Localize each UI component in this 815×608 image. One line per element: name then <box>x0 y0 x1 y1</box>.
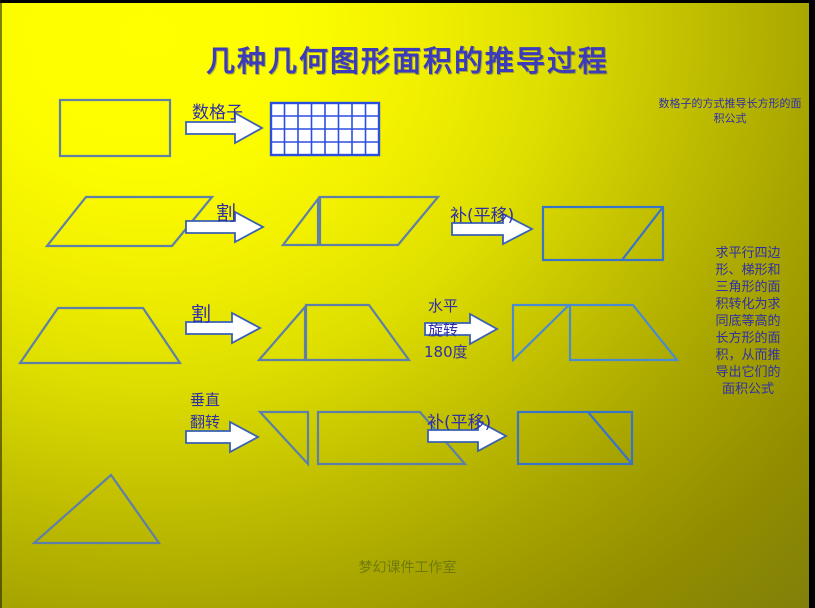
slide-right-border <box>809 0 815 608</box>
label-count-grid: 数格子 <box>192 103 243 123</box>
label-flip: 翻转 <box>190 413 221 431</box>
label-cut-2: 割 <box>191 302 211 326</box>
note-top-right: 数格子的方式推导长方形的面积公式 <box>658 97 802 125</box>
label-horizontal: 水平 <box>428 297 459 315</box>
label-cut-1: 割 <box>216 201 236 225</box>
slide-left-border <box>0 0 2 608</box>
label-degrees-180: 180度 <box>424 343 468 361</box>
label-fill-translate-2: 补(平移) <box>427 413 492 433</box>
footer-credit: 梦幻课件工作室 <box>358 560 457 576</box>
slide-top-border <box>0 0 815 3</box>
label-vertical: 垂直 <box>190 391 221 409</box>
label-rotate: 旋转 <box>428 321 459 339</box>
note-right-side: 求平行四边形、梯形和三角形的面积转化为求同底等高的长方形的面积，从而推导出它们的… <box>715 246 781 397</box>
label-fill-translate-1: 补(平移) <box>450 206 515 226</box>
page-title: 几种几何图形面积的推导过程 <box>205 44 609 78</box>
